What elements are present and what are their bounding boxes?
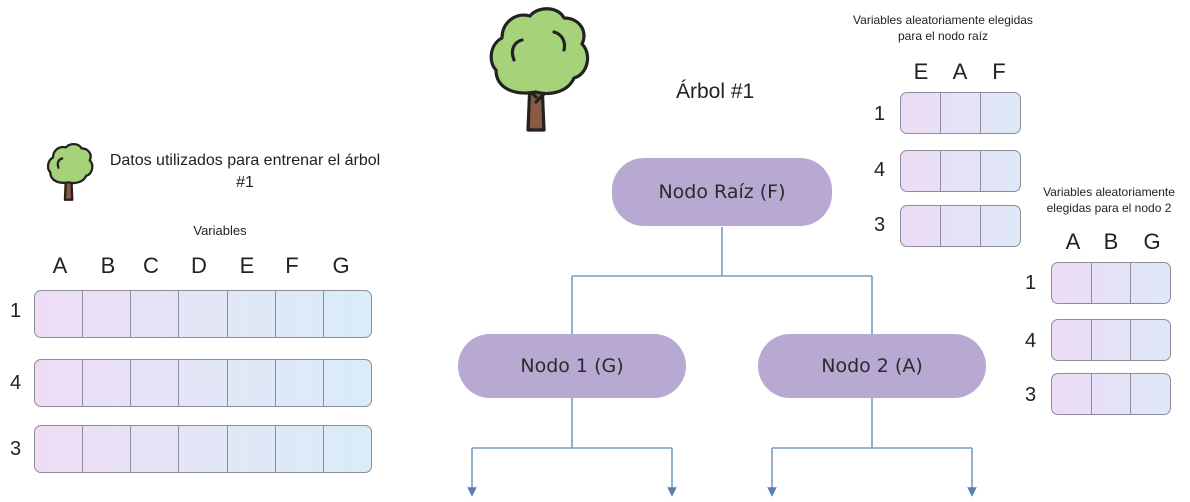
root-node: Nodo Raíz (F) <box>612 158 832 226</box>
node2-var-letter: B <box>1103 229 1119 254</box>
row-number: 4 <box>10 372 22 394</box>
row-number: 4 <box>874 159 886 181</box>
root-var-letter: F <box>992 59 1006 84</box>
root-var-letter: A <box>952 59 968 84</box>
training-row <box>34 359 372 407</box>
node2-vars-row <box>1051 373 1171 415</box>
root-vars-row <box>900 205 1021 247</box>
variable-letter: F <box>285 253 299 278</box>
node-1: Nodo 1 (G) <box>458 334 686 398</box>
node2-vars-title: Variables aleatoriamente elegidas para e… <box>1043 185 1175 215</box>
root-var-letter: E <box>913 59 929 84</box>
node2-var-letter: A <box>1065 229 1081 254</box>
tree-title: Árbol #1 <box>676 80 755 103</box>
row-number: 1 <box>10 300 22 322</box>
variable-letter: D <box>191 253 207 278</box>
row-number: 1 <box>874 103 886 125</box>
variable-letter: C <box>143 253 159 278</box>
variable-letter: B <box>100 253 116 278</box>
training-data-title: Datos utilizados para entrenar el árbol … <box>109 152 381 191</box>
tree-icon <box>489 7 590 132</box>
node2-vars-row <box>1051 262 1171 304</box>
node-2: Nodo 2 (A) <box>758 334 986 398</box>
root-vars-row <box>900 92 1021 134</box>
row-number: 3 <box>10 438 22 460</box>
row-number: 3 <box>1025 384 1037 406</box>
node2-var-letter: G <box>1143 229 1161 254</box>
training-row <box>34 290 372 338</box>
variable-letter: A <box>52 253 68 278</box>
variable-letter: G <box>332 253 350 278</box>
variables-label: Variables <box>193 223 247 238</box>
node2-vars-row <box>1051 319 1171 361</box>
row-number: 4 <box>1025 330 1037 352</box>
small-tree-icon <box>46 142 94 201</box>
row-number: 1 <box>1025 272 1037 294</box>
root-vars-row <box>900 150 1021 192</box>
row-number: 3 <box>874 214 886 236</box>
variable-letter: E <box>239 253 255 278</box>
training-row <box>34 425 372 473</box>
root-vars-title: Variables aleatoriamente elegidas para e… <box>853 13 1033 43</box>
